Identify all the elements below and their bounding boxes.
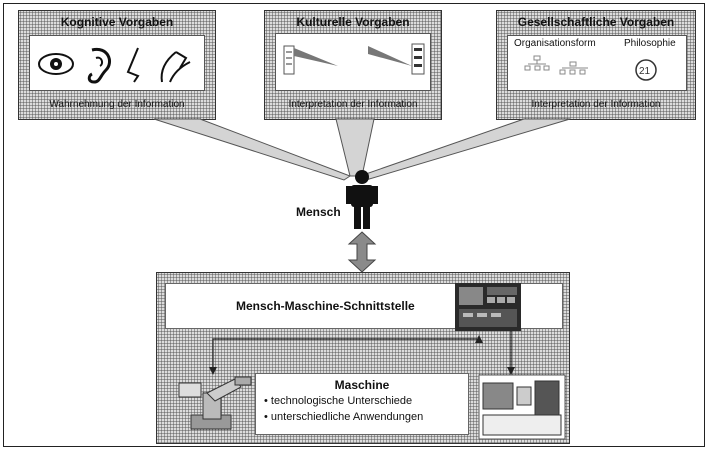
org-chart-icon — [524, 55, 588, 75]
senses-box — [29, 35, 205, 91]
human-label: Mensch — [296, 205, 341, 219]
machine-connectors — [209, 331, 515, 375]
eye-icon — [38, 53, 74, 75]
machine-title: Maschine — [334, 378, 390, 392]
panel-social-title: Gesellschaftliche Vorgaben — [517, 15, 675, 29]
document-left-icon — [283, 45, 338, 75]
panel-cognitive-title: Kognitive Vorgaben — [60, 15, 174, 29]
social-box: Organisationsform Philosophie 21 — [507, 35, 687, 91]
bidirectional-arrow-icon — [347, 231, 377, 273]
machine-bullet-2: • unterschiedliche Anwendungen — [264, 411, 424, 423]
philosophy-icon: 21 — [635, 59, 657, 81]
hand-icon — [160, 51, 191, 83]
cultural-illustration — [283, 43, 425, 75]
social-sub-right: Philosophie — [624, 38, 676, 49]
machine-bullet-1: • technologische Unterschiede — [264, 395, 413, 407]
svg-text:21: 21 — [639, 66, 651, 77]
nose-icon — [126, 47, 140, 83]
document-right-icon — [368, 43, 425, 75]
control-panel-icon — [455, 283, 521, 331]
diagram-frame: Kognitive Vorgaben Wahr — [3, 3, 705, 447]
social-illustration: 21 — [524, 55, 657, 81]
panel-cultural-title: Kulturelle Vorgaben — [296, 15, 410, 29]
panel-cultural: Kulturelle Vorgaben Interp — [264, 10, 442, 120]
person-icon — [346, 170, 378, 229]
panel-social-caption: Interpretation der Information — [531, 99, 661, 110]
machine-tool-icon — [478, 374, 566, 440]
machine-container: Mensch-Maschine-Schnittstelle — [156, 272, 570, 444]
interface-label: Mensch-Maschine-Schnittstelle — [236, 299, 415, 313]
panel-social: Gesellschaftliche Vorgaben Organisations… — [496, 10, 696, 120]
panel-cognitive-caption: Wahrnehmung der Information — [49, 99, 185, 110]
social-sub-left: Organisationsform — [514, 38, 596, 49]
robot-arm-icon — [178, 376, 252, 430]
machine-text-box: Maschine • technologische Unterschiede •… — [255, 373, 469, 435]
cultural-box — [275, 33, 431, 91]
ear-icon — [87, 47, 111, 84]
senses-icons — [38, 47, 191, 84]
panel-cognitive: Kognitive Vorgaben Wahr — [18, 10, 216, 120]
panel-cultural-caption: Interpretation der Information — [288, 99, 418, 110]
